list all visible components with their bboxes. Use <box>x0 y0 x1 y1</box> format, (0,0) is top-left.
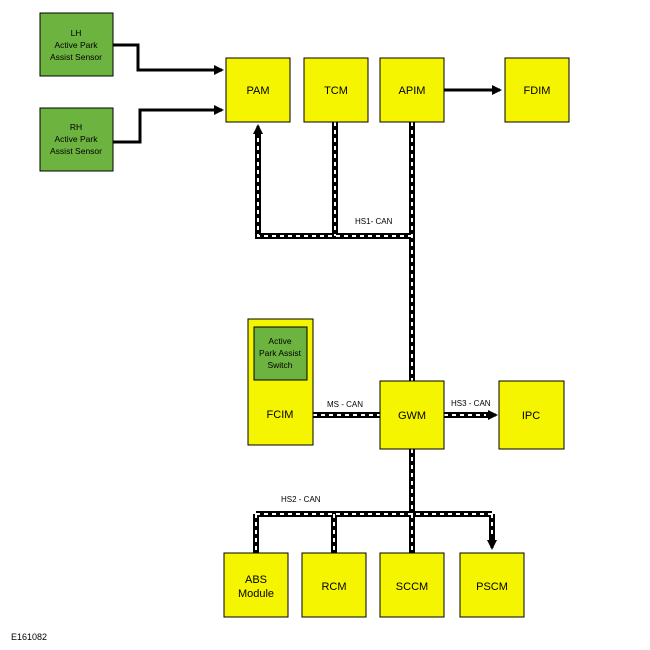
switch-line-2: Park Assist <box>259 348 302 358</box>
rcm-label: RCM <box>321 581 346 593</box>
sccm-label: SCCM <box>396 581 428 593</box>
fdim-module: FDIM <box>504 57 570 123</box>
hs3-can-label: HS3 - CAN <box>451 399 491 408</box>
park-assist-switch: Active Park Assist Switch <box>253 326 308 381</box>
rh-sensor-line-3: Assist Sensor <box>50 146 102 156</box>
abs-module: ABS Module <box>223 552 289 618</box>
lh-sensor-box: LH Active Park Assist Sensor <box>39 12 114 77</box>
rh-sensor-line-2: Active Park <box>55 134 99 144</box>
figure-id: E161082 <box>11 632 47 642</box>
abs-label-line-2: Module <box>238 588 274 600</box>
gwm-module: GWM <box>379 380 445 450</box>
lh-sensor-line-3: Assist Sensor <box>50 52 102 62</box>
rh-sensor-box: RH Active Park Assist Sensor <box>39 107 114 172</box>
ipc-module: IPC <box>498 380 565 450</box>
pam-module: PAM <box>225 57 291 123</box>
hs2-can-bus <box>253 449 497 553</box>
pam-label: PAM <box>246 85 269 97</box>
apim-label: APIM <box>399 85 426 97</box>
pscm-label: PSCM <box>476 581 508 593</box>
lh-sensor-line-2: Active Park <box>55 40 99 50</box>
hs1-can-bus <box>253 122 415 381</box>
switch-line-3: Switch <box>267 360 292 370</box>
ms-can-label: MS - CAN <box>327 400 363 409</box>
rcm-module: RCM <box>301 552 367 618</box>
tcm-label: TCM <box>324 85 348 97</box>
switch-line-1: Active <box>268 336 291 346</box>
ipc-label: IPC <box>522 410 540 422</box>
gwm-label: GWM <box>398 410 426 422</box>
lh-sensor-line-1: LH <box>71 28 82 38</box>
rh-sensor-wire <box>113 105 224 144</box>
tcm-module: TCM <box>303 57 369 123</box>
abs-label-line-1: ABS <box>245 574 267 586</box>
hs2-can-label: HS2 - CAN <box>281 495 321 504</box>
fcim-label: FCIM <box>267 409 294 421</box>
hs1-can-label: HS1- CAN <box>355 217 393 226</box>
apim-module: APIM <box>379 57 445 123</box>
pscm-module: PSCM <box>459 552 525 618</box>
lh-sensor-wire <box>113 43 224 75</box>
rh-sensor-line-1: RH <box>70 122 82 132</box>
fdim-label: FDIM <box>524 85 551 97</box>
sccm-module: SCCM <box>379 552 445 618</box>
